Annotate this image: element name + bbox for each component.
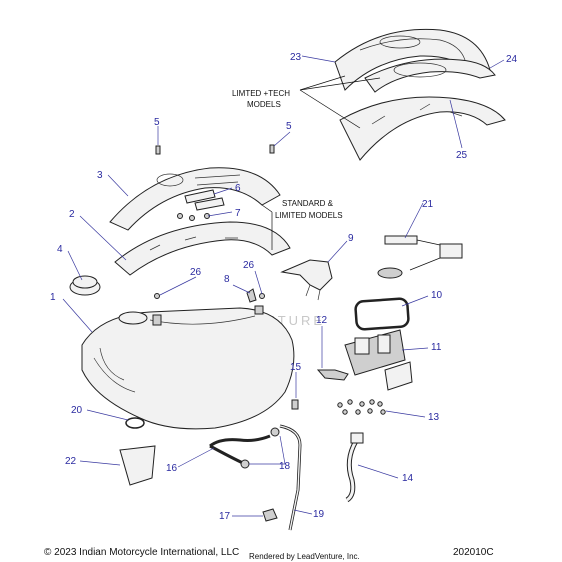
callout-22: 22 <box>65 456 77 467</box>
callout-11: 11 <box>431 342 442 353</box>
screw-5b[interactable] <box>269 144 275 154</box>
callout-10: 10 <box>431 290 443 301</box>
fuel-sender-21[interactable] <box>377 235 463 279</box>
vent-hose-16[interactable] <box>209 434 271 466</box>
callout-15: 15 <box>290 362 302 373</box>
footer-diagram-id: 202010C <box>453 547 494 558</box>
callout-7: 7 <box>235 208 241 219</box>
cover-22[interactable] <box>119 445 156 486</box>
console-3[interactable] <box>109 167 281 231</box>
callout-13: 13 <box>428 412 440 423</box>
callout-1: 1 <box>50 292 56 303</box>
callout-4: 4 <box>57 244 63 255</box>
callout-3: 3 <box>97 170 103 181</box>
note-standard-line1: STANDARD & <box>282 199 334 208</box>
callout-14: 14 <box>402 473 414 484</box>
screw-set-13[interactable] <box>337 399 386 415</box>
callout-18: 18 <box>279 461 291 472</box>
callout-26b: 26 <box>243 260 255 271</box>
bracket-9[interactable] <box>280 259 333 301</box>
callout-20: 20 <box>71 405 83 416</box>
dash-panel-25[interactable] <box>339 96 506 161</box>
fitting-15[interactable] <box>291 399 299 410</box>
footer-rendered-by: Rendered by LeadVenture, Inc. <box>249 552 360 561</box>
callout-25: 25 <box>456 150 468 161</box>
callout-12: 12 <box>316 315 328 326</box>
callout-26a: 26 <box>190 267 202 278</box>
callout-labels: 23 24 25 5 5 3 6 7 2 4 1 26 8 26 9 21 10… <box>50 52 518 522</box>
model-notes: LIMTED +TECH MODELS STANDARD & LIMITED M… <box>232 89 343 220</box>
hose-19[interactable] <box>279 424 302 531</box>
note-limited-tech-line2: MODELS <box>247 100 281 109</box>
callout-23: 23 <box>290 52 302 63</box>
bracket-12[interactable] <box>316 369 349 381</box>
callout-5a: 5 <box>154 117 160 128</box>
console-2[interactable] <box>114 221 291 276</box>
dash-panel-23[interactable] <box>334 28 491 91</box>
callout-17: 17 <box>219 511 231 522</box>
screw-5a[interactable] <box>155 145 161 155</box>
callout-6: 6 <box>235 183 241 194</box>
dash-panel-24[interactable] <box>364 58 496 93</box>
clamp-18[interactable] <box>240 427 280 469</box>
callout-9: 9 <box>348 233 354 244</box>
clip-8[interactable] <box>246 288 257 303</box>
nut-26a[interactable] <box>154 293 160 299</box>
fastener-7[interactable] <box>177 213 210 221</box>
callout-21: 21 <box>422 199 434 210</box>
leader-lines <box>62 55 505 517</box>
callout-2: 2 <box>69 209 75 220</box>
callout-24: 24 <box>506 54 518 65</box>
footer: © 2023 Indian Motorcycle International, … <box>44 547 494 561</box>
fuel-pump-11[interactable] <box>344 329 413 391</box>
callout-16: 16 <box>166 463 178 474</box>
gasket-10[interactable] <box>354 297 410 331</box>
hose-14[interactable] <box>345 432 364 503</box>
callout-8: 8 <box>224 274 230 285</box>
callout-5b: 5 <box>286 121 292 132</box>
bracket-6[interactable] <box>184 189 225 211</box>
callout-19: 19 <box>313 509 325 520</box>
note-limited-tech-line1: LIMTED +TECH <box>232 89 290 98</box>
fuel-tank-1[interactable] <box>81 305 295 430</box>
clip-17[interactable] <box>262 508 278 522</box>
fuel-cap-4[interactable] <box>69 275 101 296</box>
seal-ring-20[interactable] <box>125 417 145 429</box>
footer-copyright: © 2023 Indian Motorcycle International, … <box>44 547 239 558</box>
nut-26b[interactable] <box>259 293 265 299</box>
note-standard-line2: LIMITED MODELS <box>275 211 343 220</box>
